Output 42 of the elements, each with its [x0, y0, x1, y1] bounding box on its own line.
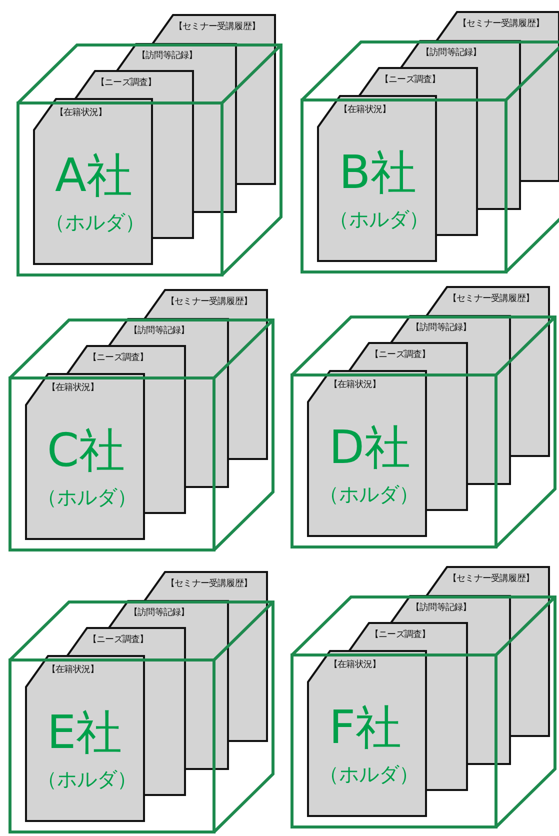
sheet-heading: 【訪問等記録】: [129, 609, 190, 619]
sheet-heading: 【在籍状況】: [329, 381, 381, 391]
sheet-heading: 【ニーズ調査】: [88, 354, 148, 364]
sheet-heading: 【在籍状況】: [55, 109, 107, 119]
sheet-heading: 【セミナー受講履歴】: [458, 20, 544, 30]
holder-label: （ホルダ）: [37, 487, 137, 507]
holder-label: （ホルダ）: [37, 769, 137, 789]
sheet-heading: 【セミナー受講履歴】: [448, 295, 534, 305]
sheet-heading: 【ニーズ調査】: [88, 636, 148, 646]
sheet-heading: 【ニーズ調査】: [370, 631, 430, 641]
document-sheet: [317, 95, 437, 262]
document-sheet: [33, 98, 153, 265]
sheet-heading: 【訪問等記録】: [137, 52, 198, 62]
company-name: D社: [329, 424, 410, 470]
sheet-heading: 【ニーズ調査】: [380, 76, 440, 86]
sheet-heading: 【在籍状況】: [329, 661, 381, 671]
document-sheet: [25, 373, 145, 540]
sheet-heading: 【在籍状況】: [339, 106, 391, 116]
document-sheet: [25, 655, 145, 822]
sheet-heading: 【ニーズ調査】: [370, 351, 430, 361]
document-sheet: [307, 650, 427, 817]
sheet-heading: 【セミナー受講履歴】: [166, 298, 252, 308]
sheet-heading: 【訪問等記録】: [411, 604, 472, 614]
sheet-heading: 【在籍状況】: [47, 666, 99, 676]
company-name: C社: [47, 427, 126, 473]
company-name: E社: [47, 709, 122, 755]
sheet-heading: 【訪問等記録】: [421, 49, 482, 59]
sheet-heading: 【訪問等記録】: [129, 327, 190, 337]
holder-label: （ホルダ）: [319, 484, 419, 504]
holder-label: （ホルダ）: [319, 764, 419, 784]
company-name: F社: [329, 704, 402, 750]
holder-label: （ホルダ）: [45, 212, 145, 232]
sheet-heading: 【セミナー受講履歴】: [448, 575, 534, 585]
sheet-heading: 【ニーズ調査】: [96, 79, 156, 89]
sheet-heading: 【セミナー受講履歴】: [174, 23, 260, 33]
holder-label: （ホルダ）: [329, 209, 429, 229]
document-sheet: [307, 370, 427, 537]
sheet-heading: 【訪問等記録】: [411, 324, 472, 334]
sheet-heading: 【在籍状況】: [47, 384, 99, 394]
company-name: B社: [339, 149, 417, 195]
company-name: A社: [55, 152, 132, 198]
sheet-heading: 【セミナー受講履歴】: [166, 580, 252, 590]
